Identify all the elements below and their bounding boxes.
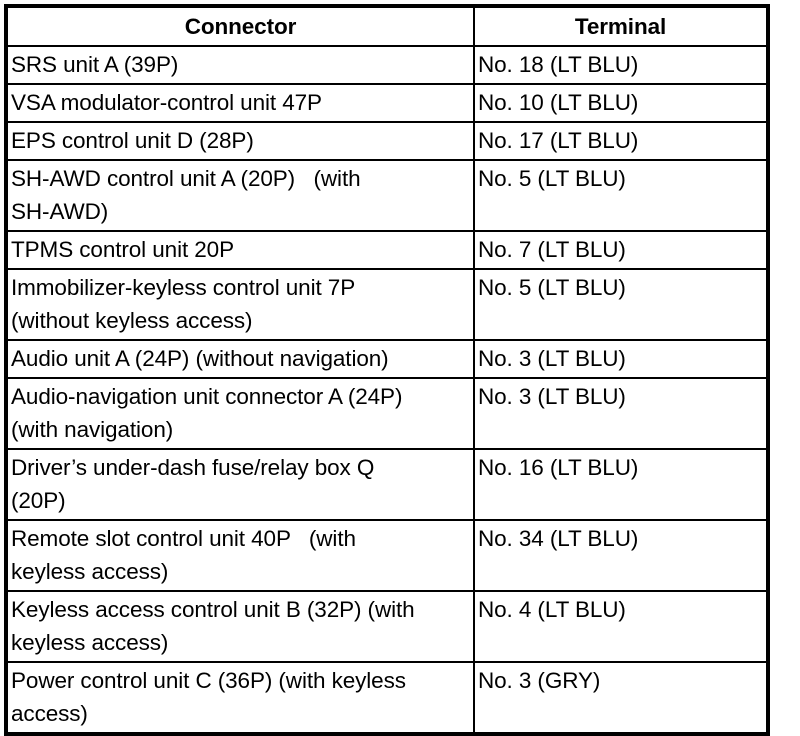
cell-terminal: No. 3 (LT BLU) (473, 377, 769, 450)
page-canvas: Connector Terminal SRS unit A (39P) No. 1… (4, 4, 770, 736)
terminal-label: No. 5 (LT BLU) (478, 275, 626, 300)
table-row: Keyless access control unit B (32P) (wit… (5, 590, 769, 663)
cell-connector: Power control unit C (36P) (with keyless… (5, 661, 475, 735)
table-body: SRS unit A (39P) No. 18 (LT BLU) VSA modul… (5, 45, 769, 735)
terminal-label: No. 5 (LT BLU) (478, 166, 626, 191)
cell-connector: EPS control unit D (28P) (5, 121, 475, 161)
connector-label: Audio-navigation unit connector A (24P) … (11, 384, 403, 442)
cell-terminal: No. 10 (LT BLU) (473, 83, 769, 123)
connector-label: Keyless access control unit B (32P) (wit… (11, 597, 415, 655)
terminal-label: No. 3 (GRY) (478, 668, 601, 693)
cell-connector: Immobilizer-keyless control unit 7P (wit… (5, 268, 475, 341)
terminal-label: No. 17 (LT BLU) (478, 128, 639, 153)
cell-terminal: No. 3 (LT BLU) (473, 339, 769, 379)
table-row: VSA modulator-control unit 47P No. 10 (LT… (5, 83, 769, 123)
table-row: EPS control unit D (28P) No. 17 (LT BLU) (5, 121, 769, 161)
connector-label: SH-AWD control unit A (20P) (with SH-AWD… (11, 166, 361, 224)
connector-label: Audio unit A (24P) (without navigation) (11, 346, 389, 371)
connector-label: TPMS control unit 20P (11, 237, 234, 262)
cell-terminal: No. 5 (LT BLU) (473, 268, 769, 341)
cell-connector: SRS unit A (39P) (5, 45, 475, 85)
table-row: Immobilizer-keyless control unit 7P (wit… (5, 268, 769, 341)
table-row: Power control unit C (36P) (with keyless… (5, 661, 769, 735)
table-row: SRS unit A (39P) No. 18 (LT BLU) (5, 45, 769, 85)
cell-connector: SH-AWD control unit A (20P) (with SH-AWD… (5, 159, 475, 232)
table-row: SH-AWD control unit A (20P) (with SH-AWD… (5, 159, 769, 232)
cell-terminal: No. 5 (LT BLU) (473, 159, 769, 232)
cell-connector: Audio unit A (24P) (without navigation) (5, 339, 475, 379)
connector-label: EPS control unit D (28P) (11, 128, 254, 153)
connector-label: VSA modulator-control unit 47P (11, 90, 322, 115)
connector-terminal-table: Connector Terminal SRS unit A (39P) No. 1… (4, 4, 770, 736)
cell-terminal: No. 18 (LT BLU) (473, 45, 769, 85)
table-row: Remote slot control unit 40P (with keyle… (5, 519, 769, 592)
cell-connector: TPMS control unit 20P (5, 230, 475, 270)
terminal-label: No. 7 (LT BLU) (478, 237, 626, 262)
terminal-label: No. 3 (LT BLU) (478, 384, 626, 409)
terminal-label: No. 4 (LT BLU) (478, 597, 626, 622)
connector-label: SRS unit A (39P) (11, 52, 179, 77)
cell-connector: Keyless access control unit B (32P) (wit… (5, 590, 475, 663)
table-header: Connector Terminal (5, 5, 769, 47)
connector-label: Driver’s under-dash fuse/relay box Q (20… (11, 455, 375, 513)
column-header-connector: Connector (5, 5, 475, 47)
terminal-label: No. 16 (LT BLU) (478, 455, 639, 480)
connector-label: Immobilizer-keyless control unit 7P (wit… (11, 275, 356, 333)
table-row: Audio unit A (24P) (without navigation) N… (5, 339, 769, 379)
table-row: Audio-navigation unit connector A (24P) … (5, 377, 769, 450)
cell-terminal: No. 4 (LT BLU) (473, 590, 769, 663)
terminal-label: No. 18 (LT BLU) (478, 52, 639, 77)
cell-terminal: No. 34 (LT BLU) (473, 519, 769, 592)
cell-connector: VSA modulator-control unit 47P (5, 83, 475, 123)
table-row: Driver’s under-dash fuse/relay box Q (20… (5, 448, 769, 521)
cell-terminal: No. 17 (LT BLU) (473, 121, 769, 161)
column-header-terminal: Terminal (473, 5, 769, 47)
header-row: Connector Terminal (5, 5, 769, 47)
terminal-label: No. 34 (LT BLU) (478, 526, 639, 551)
connector-label: Remote slot control unit 40P (with keyle… (11, 526, 356, 584)
terminal-label: No. 3 (LT BLU) (478, 346, 626, 371)
cell-terminal: No. 7 (LT BLU) (473, 230, 769, 270)
cell-terminal: No. 3 (GRY) (473, 661, 769, 735)
terminal-label: No. 10 (LT BLU) (478, 90, 639, 115)
cell-connector: Audio-navigation unit connector A (24P) … (5, 377, 475, 450)
cell-terminal: No. 16 (LT BLU) (473, 448, 769, 521)
connector-label: Power control unit C (36P) (with keyless… (11, 668, 406, 726)
table-row: TPMS control unit 20P No. 7 (LT BLU) (5, 230, 769, 270)
cell-connector: Driver’s under-dash fuse/relay box Q (20… (5, 448, 475, 521)
cell-connector: Remote slot control unit 40P (with keyle… (5, 519, 475, 592)
